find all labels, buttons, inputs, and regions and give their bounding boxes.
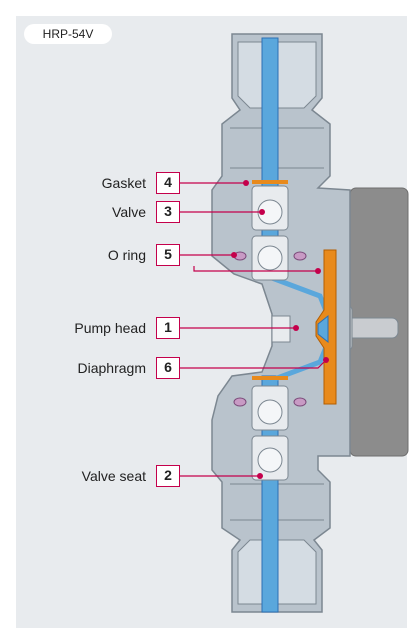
valve-ball-upper-b (257, 245, 283, 271)
o-ring-lower-left (233, 397, 247, 407)
leader-dot-diaphragm (323, 357, 329, 363)
label-valve-seat: Valve seat (81, 468, 146, 484)
number-o-ring: 5 (156, 244, 180, 266)
label-gasket: Gasket (101, 175, 146, 191)
diaphragm-inner (317, 314, 329, 344)
number-gasket: 4 (156, 172, 180, 194)
number-diaphragm: 6 (156, 357, 180, 379)
model-badge: HRP-54V (24, 24, 112, 44)
pump-head-notch (271, 315, 291, 343)
o-ring-lower-right (293, 397, 307, 407)
leader-diaphragm (180, 359, 327, 369)
leader-dot-gasket (243, 180, 249, 186)
leader-dot-o-ring-a (231, 252, 237, 258)
leader-dot-pump-head (293, 325, 299, 331)
label-valve: Valve (112, 204, 146, 220)
o-ring-upper-right (293, 251, 307, 261)
gasket-upper (252, 180, 288, 184)
leader-o-ring (180, 254, 318, 272)
leader-dot-o-ring-b (315, 268, 321, 274)
valve-ball-lower-a (257, 399, 283, 425)
number-pump-head: 1 (156, 317, 180, 339)
leader-dot-valve (259, 209, 265, 215)
label-o-ring: O ring (107, 247, 146, 263)
number-valve-seat: 2 (156, 465, 180, 487)
leader-dot-valve-seat (257, 473, 263, 479)
label-pump-head: Pump head (74, 320, 146, 336)
number-valve: 3 (156, 201, 180, 223)
gasket-lower (252, 376, 288, 380)
valve-ball-lower-b (257, 447, 283, 473)
label-diaphragm: Diaphragm (77, 360, 146, 376)
